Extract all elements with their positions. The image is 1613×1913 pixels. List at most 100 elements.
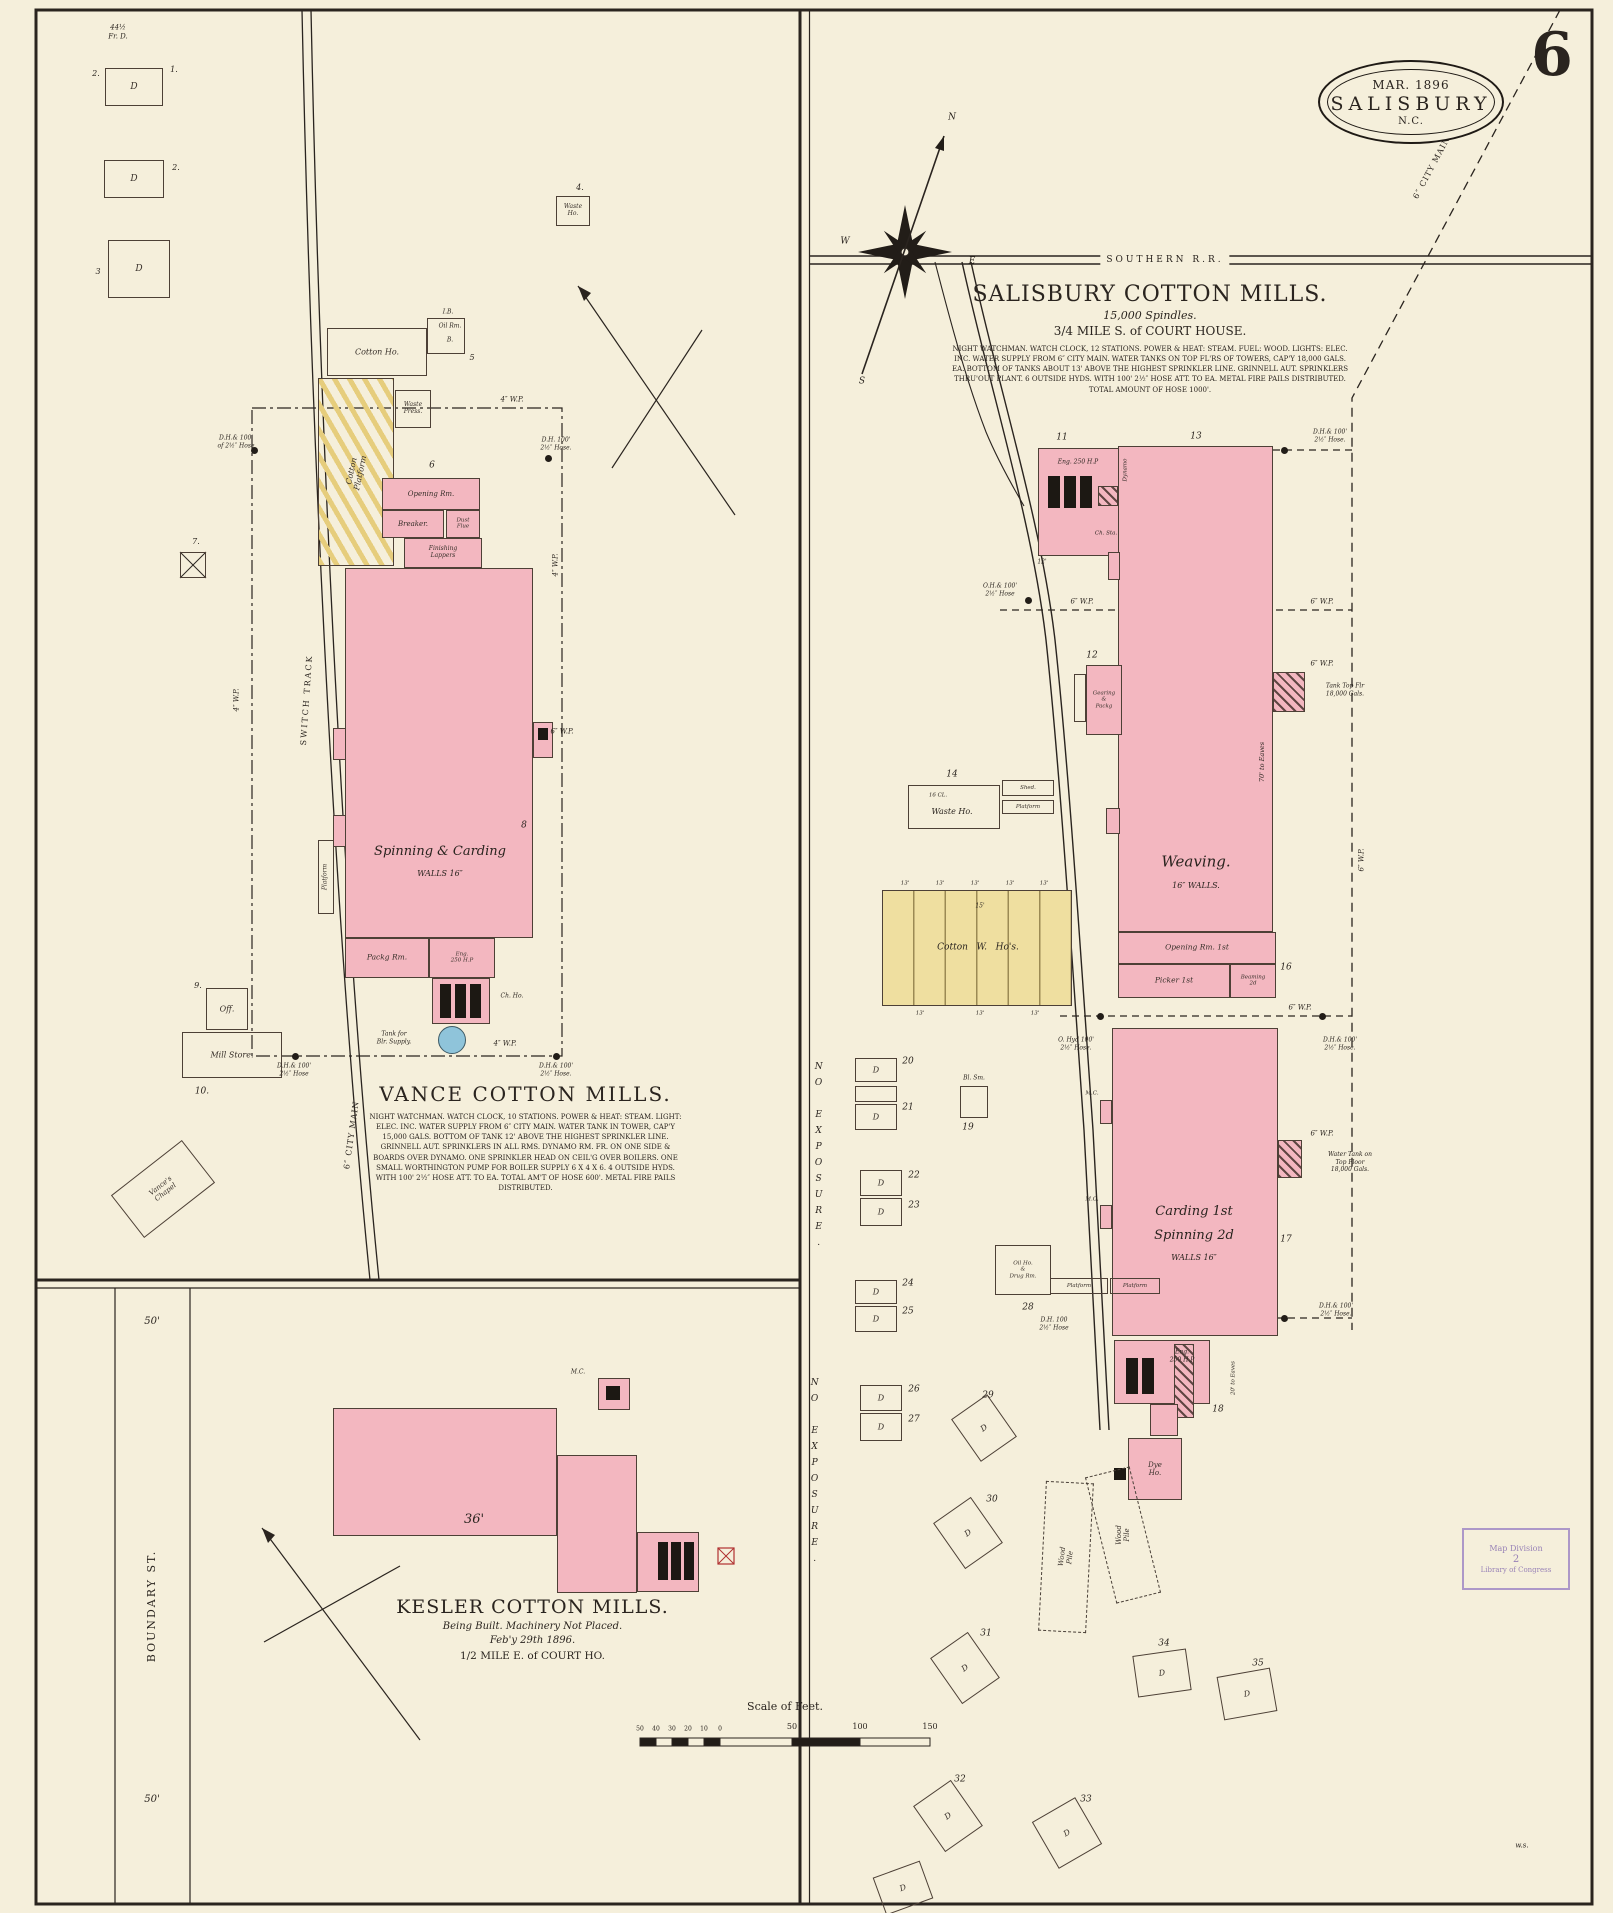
- map-label: 11: [1056, 432, 1068, 443]
- stamp-line-1: Map Division: [1489, 1544, 1543, 1553]
- corner-note: 44½ Fr. D.: [108, 23, 128, 40]
- map-label: 13': [935, 880, 945, 887]
- map-label: 30: [668, 1725, 676, 1733]
- waste-press-label: Waste Press.: [403, 401, 423, 415]
- mill-tower-left-2: [333, 815, 346, 847]
- map-label: 0: [718, 1725, 722, 1733]
- oil-room: [427, 318, 465, 354]
- boiler: [684, 1542, 694, 1580]
- map-label: 1.: [170, 65, 178, 74]
- waste-press: Waste Press.: [395, 390, 431, 428]
- map-label: 7.: [192, 537, 200, 546]
- dwelling-25-label: D: [872, 1314, 880, 1324]
- hydrant-dot: [1318, 1012, 1326, 1020]
- map-label: 33: [1080, 1794, 1092, 1805]
- map-label: 5: [469, 353, 475, 362]
- dust-flue-label: Dust Flue: [456, 517, 470, 530]
- hydrant-dot: [552, 1052, 560, 1060]
- map-label: M.C.: [1085, 1196, 1099, 1203]
- weaving-bump: [1106, 808, 1120, 834]
- engine-room: Eng. 250 H.P: [429, 938, 495, 978]
- office-label: Off.: [219, 1004, 235, 1014]
- picker-room: Picker 1st: [1118, 964, 1230, 998]
- map-label: 6: [429, 460, 435, 471]
- shed-label: Shed.: [1020, 784, 1036, 791]
- stamp-line-2: 2: [1512, 1554, 1520, 1565]
- map-label: 13': [1030, 1010, 1040, 1017]
- blacksmith: [960, 1086, 988, 1118]
- wood-pile-1: Wood Pile: [1038, 1480, 1094, 1634]
- map-label: 4″ W.P.: [232, 688, 241, 712]
- shed-7: [180, 552, 206, 578]
- map-label: 24: [902, 1278, 914, 1289]
- dwelling-30-label: D: [962, 1527, 974, 1539]
- breaker-room: Breaker.: [382, 510, 444, 538]
- map-label: 10.: [194, 1086, 210, 1097]
- hydrant-dot: [1096, 1012, 1104, 1020]
- hydrant-dot: [544, 454, 552, 462]
- compass-rose: [858, 135, 952, 375]
- dwelling-27-label: D: [877, 1422, 885, 1432]
- map-label: 13': [970, 880, 980, 887]
- dwelling-22: D: [860, 1170, 902, 1196]
- map-label: 27: [908, 1414, 920, 1425]
- cotton-house: Cotton Ho.: [327, 328, 427, 376]
- dwelling-20: D: [855, 1058, 897, 1082]
- platform-2-label: Platform: [1015, 803, 1041, 810]
- boiler: [1126, 1358, 1138, 1394]
- map-label: 20' to Eaves: [1230, 1360, 1237, 1396]
- dwelling-2-label: D: [130, 173, 138, 184]
- map-label: 13': [1039, 880, 1049, 887]
- weaving-mill: [1118, 446, 1273, 932]
- map-label: D.H.& 100' 2½″ Hose.: [1323, 1036, 1357, 1052]
- oil-drug-house-label: Oil Ho. & Drug Rm.: [1009, 1260, 1037, 1280]
- map-label: M.C.: [570, 1368, 586, 1376]
- hydrant-dot: [1024, 596, 1032, 604]
- dwelling-2: D: [104, 160, 164, 198]
- map-label: 50': [144, 1315, 160, 1327]
- kesler-tower-black: [606, 1386, 620, 1400]
- platform-4-label: Platform: [1122, 1282, 1148, 1289]
- cotton-house-label: Cotton Ho.: [354, 347, 400, 357]
- map-title-badge-inner: MAR. 1896 SALISBURY N.C.: [1327, 69, 1495, 135]
- map-label: 4″ W.P.: [551, 553, 560, 577]
- carding-bump: [1100, 1100, 1112, 1124]
- map-label: 23: [908, 1200, 920, 1211]
- carding-label: Carding 1st: [1155, 1203, 1233, 1219]
- map-label: 13': [915, 1010, 925, 1017]
- boiler: [671, 1542, 681, 1580]
- oil-drug-house: Oil Ho. & Drug Rm.: [995, 1245, 1051, 1295]
- platform-3-label: Platform: [1066, 1282, 1092, 1289]
- dye-house-label: Dye Ho.: [1148, 1460, 1162, 1477]
- gearing-packing-label: Gearing & Packg: [1092, 690, 1116, 710]
- surveyor-initials: w.s.: [1515, 1841, 1529, 1850]
- kesler-title: KESLER COTTON MILLS.: [396, 1596, 669, 1618]
- map-label: 16 CL.: [928, 792, 948, 799]
- boiler: [658, 1542, 668, 1580]
- shed: Shed.: [1002, 780, 1054, 796]
- map-label: 28: [1022, 1302, 1034, 1313]
- weaving-bump: [1108, 552, 1120, 580]
- cotton-warehouse-label: Cotton W. Ho's.: [937, 942, 1019, 953]
- kesler-note-3: 1/2 MILE E. of COURT HO.: [459, 1650, 606, 1662]
- dwelling-20b: [855, 1086, 897, 1102]
- map-label: 6″ W.P.: [1070, 597, 1094, 606]
- map-label: 70' to Eaves: [1257, 741, 1266, 783]
- library-stamp: Map Division 2 Library of Congress: [1462, 1528, 1570, 1590]
- vance-description: NIGHT WATCHMAN. WATCH CLOCK, 10 STATIONS…: [369, 1113, 682, 1192]
- vances-chapel-label: Vance's Chapel: [147, 1174, 178, 1203]
- waste-house-label: Waste Ho.: [563, 203, 583, 217]
- waste-house: Waste Ho.: [556, 196, 590, 226]
- compass-e: E: [968, 256, 976, 267]
- map-label: 32: [954, 1774, 966, 1785]
- waste-house-2: [908, 785, 1000, 829]
- platform-3: Platform: [1050, 1278, 1108, 1294]
- mill-store: Mill Store.: [182, 1032, 282, 1078]
- map-label: O. Hyd 100' 2½″ Hose.: [1058, 1036, 1094, 1052]
- compass-n: N: [948, 112, 956, 123]
- boiler: [440, 984, 451, 1018]
- map-label: 12: [1086, 650, 1098, 661]
- boiler: [1142, 1358, 1154, 1394]
- boiler: [455, 984, 466, 1018]
- kesler-note-1: Being Built. Machinery Not Placed.: [442, 1621, 623, 1632]
